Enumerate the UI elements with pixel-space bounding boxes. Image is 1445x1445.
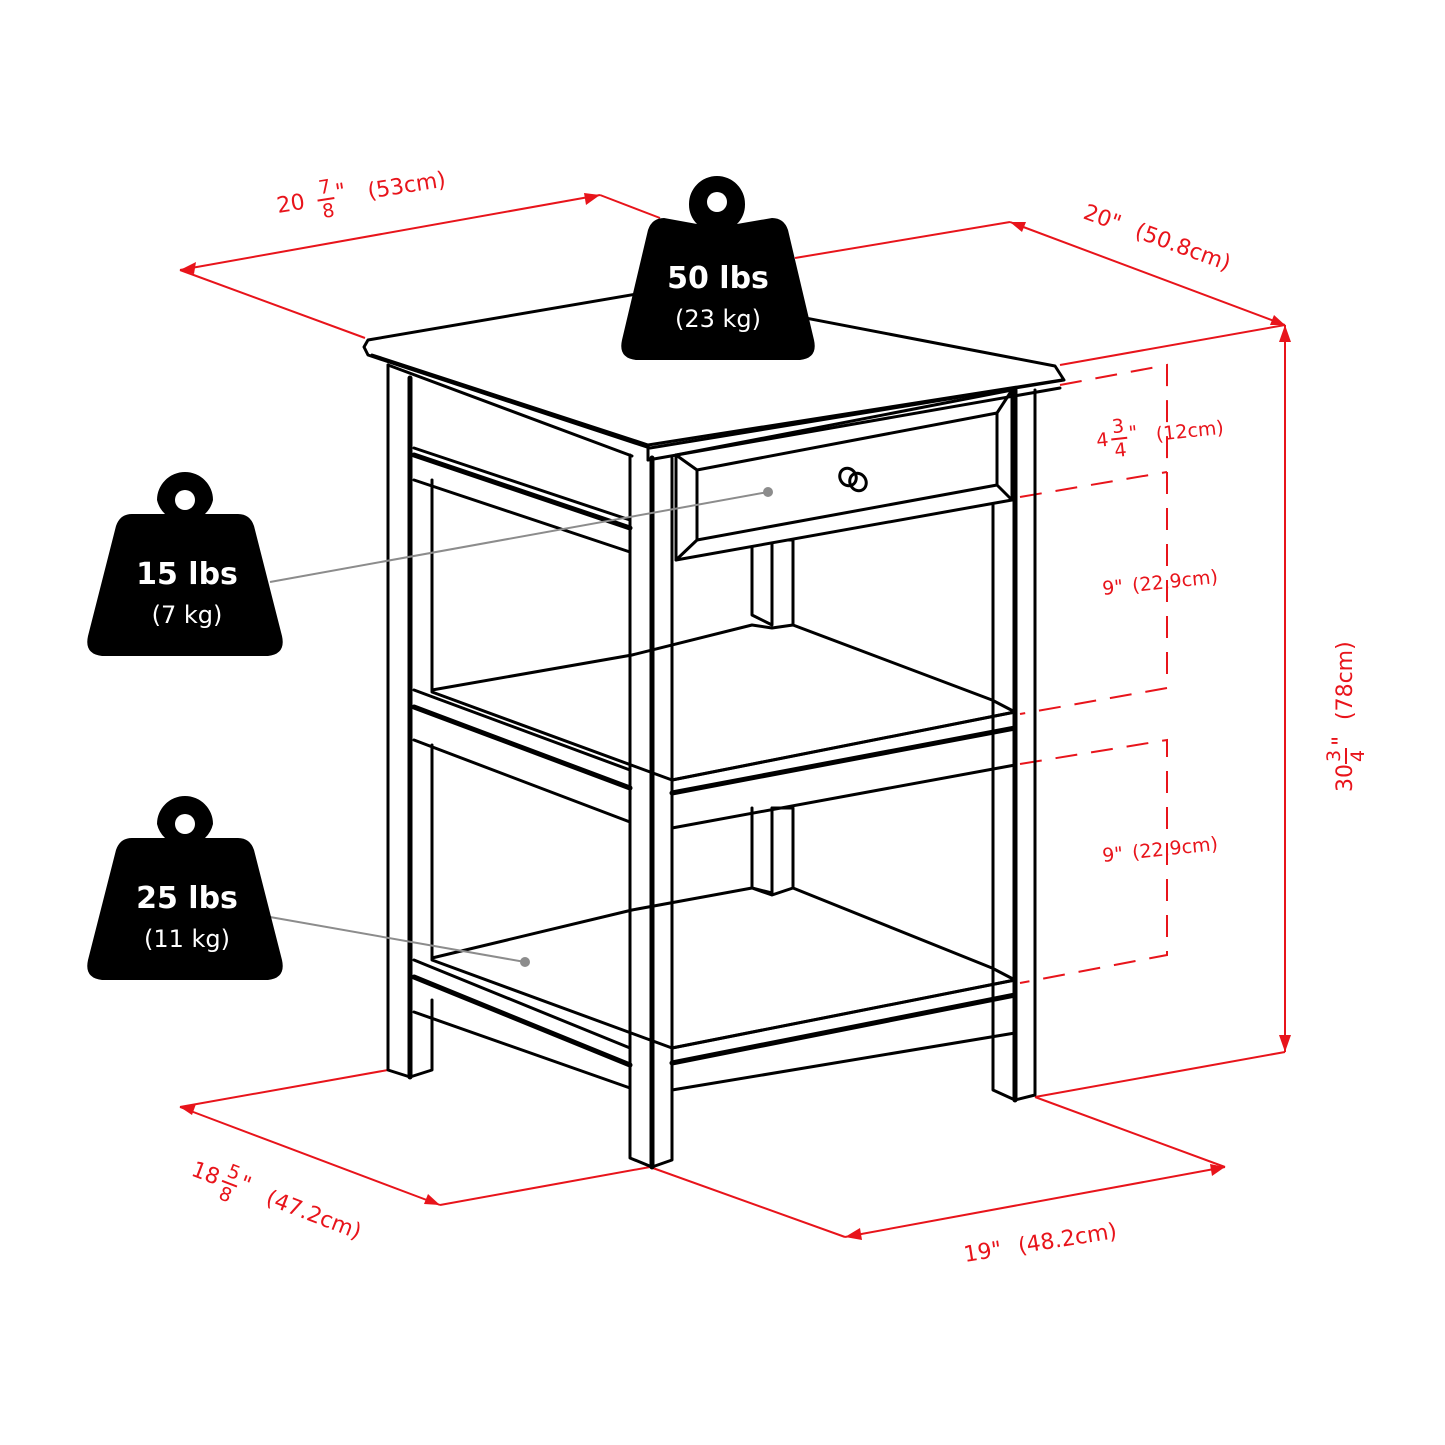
dim-label-top-width: 20 7 8 " (53cm) [275,168,448,223]
dim-label-total-height: 30 3 4 " (78cm) [1323,641,1369,792]
weight-icon [621,176,815,360]
svg-text:8: 8 [216,1183,235,1208]
dim-label-base-depth: 18 5 8 " (47.2cm) [188,1157,365,1245]
svg-text:4: 4 [1347,750,1369,762]
end-table-drawing [362,288,1066,1170]
svg-text:(22.9cm): (22.9cm) [1131,833,1219,864]
weight-drawer-kg: (7 kg) [152,601,223,629]
weight-badge-top: 50 lbs (23 kg) [621,176,815,360]
svg-text:": " [334,179,348,205]
svg-text:(22.9cm): (22.9cm) [1131,566,1219,597]
svg-text:9": 9" [1101,843,1124,867]
svg-text:(78cm): (78cm) [1333,641,1358,720]
svg-text:(47.2cm): (47.2cm) [263,1186,365,1245]
dim-label-base-width: 19" (48.2cm) [962,1219,1119,1268]
svg-text:9": 9" [1101,576,1124,600]
svg-text:3: 3 [1111,415,1125,438]
weight-icon [87,796,283,980]
leader-lines [269,487,773,967]
svg-text:4: 4 [1113,439,1127,462]
svg-text:7: 7 [317,176,332,200]
svg-text:(48.2cm): (48.2cm) [1016,1219,1118,1259]
svg-text:(50.8cm): (50.8cm) [1132,219,1234,277]
weight-bottom-shelf-kg: (11 kg) [144,925,230,953]
weight-icon [87,472,283,656]
svg-text:19": 19" [962,1237,1004,1268]
dimension-lines [179,193,1291,1240]
weight-badge-drawer: 15 lbs (7 kg) [87,472,283,656]
svg-text:(53cm): (53cm) [366,168,448,205]
dim-label-top-depth: 20" (50.8cm) [1080,200,1234,276]
weight-drawer-lbs: 15 lbs [136,557,238,592]
svg-text:20": 20" [1080,200,1124,237]
svg-text:4: 4 [1095,429,1109,452]
weight-bottom-shelf-lbs: 25 lbs [136,881,238,916]
weight-badge-bottom-shelf: 25 lbs (11 kg) [87,796,283,980]
weight-top-lbs: 50 lbs [667,261,769,296]
svg-text:": " [1329,736,1354,746]
dim-label-lower-shelf: 9" (22.9cm) [1101,833,1219,867]
svg-text:3: 3 [1323,750,1345,762]
drawer-knob-icon [838,466,868,493]
dim-label-upper-shelf: 9" (22.9cm) [1101,566,1219,600]
svg-text:18: 18 [188,1157,223,1190]
svg-text:": " [1128,422,1139,445]
svg-text:(12cm): (12cm) [1155,417,1225,446]
svg-text:8: 8 [321,199,336,223]
svg-text:20: 20 [275,190,307,219]
svg-text:30: 30 [1333,764,1358,792]
dim-label-drawer-height: 4 3 4 " (12cm) [1095,415,1225,462]
weight-top-kg: (23 kg) [675,305,761,333]
